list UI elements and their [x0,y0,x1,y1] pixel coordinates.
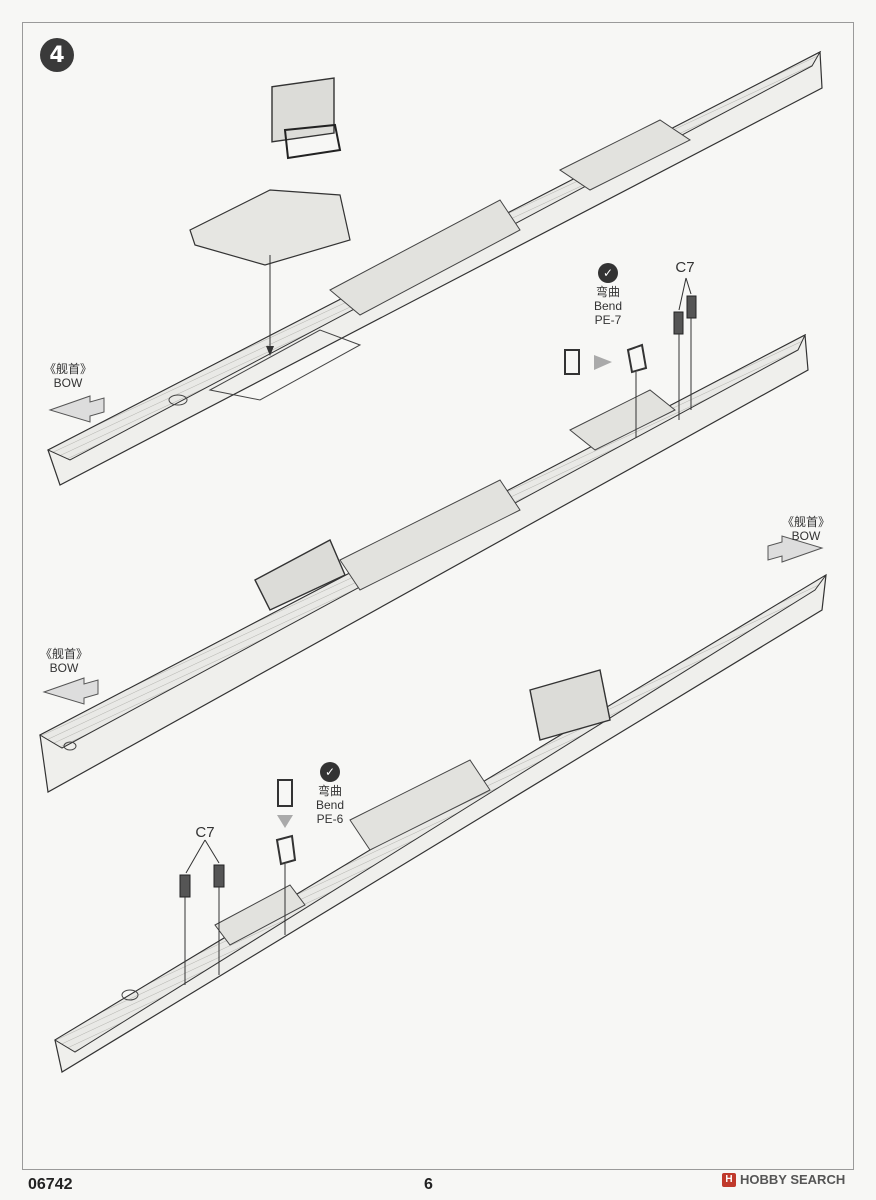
product-code: 06742 [28,1176,73,1193]
page-number: 6 [424,1176,433,1193]
bow-arrow-middle [42,677,99,705]
bow-label-top: 《舰首》BOW [43,362,92,390]
bend-icon: ✓ [320,762,340,782]
page-frame [22,22,854,1170]
pe7-part-diagram [564,343,648,438]
ship-hull-bottom [54,573,827,1073]
bend-instruction-pe6: ✓ 弯曲 Bend PE-6 [300,762,360,826]
c7-part-bottom [179,839,225,985]
bow-arrow-right [767,535,824,563]
ship-hull-middle [38,333,809,793]
bow-arrow-top [48,395,105,423]
ship-hull-top [46,50,823,486]
watermark: H HOBBY SEARCH [722,1172,845,1187]
bow-label-right: 《舰首》BOW [781,515,830,543]
pe6-part-diagram [275,779,297,935]
bow-label-middle: 《舰首》BOW [39,647,88,675]
watermark-logo: H [722,1172,736,1187]
step-number-badge: 4 [40,38,74,72]
c7-label-top: C7 [675,259,695,276]
c7-label-bottom: C7 [195,824,215,841]
watermark-text: HOBBY SEARCH [740,1172,846,1187]
bridge-module-exploded [189,77,351,266]
c7-part-top [673,277,697,420]
bend-instruction-pe7: ✓ 弯曲 Bend PE-7 [578,263,638,327]
bend-icon: ✓ [598,263,618,283]
